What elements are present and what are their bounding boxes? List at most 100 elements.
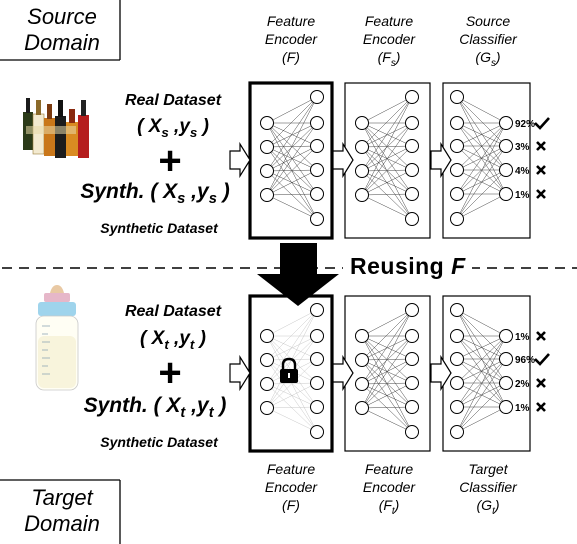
network-edge	[456, 122, 507, 147]
network-edge	[266, 96, 318, 172]
top-flow-arrow-1	[229, 141, 251, 179]
target-output-pct: 96%	[515, 355, 535, 366]
network-node	[405, 139, 419, 153]
network-edge	[456, 358, 507, 408]
network-node	[450, 139, 464, 153]
network-node	[405, 90, 419, 104]
target-domain-bracket	[0, 479, 121, 544]
network-edge	[361, 335, 413, 385]
target-synthetic-dataset-label: Synthetic Dataset	[100, 434, 218, 450]
network-edge	[361, 309, 413, 385]
network-node	[310, 352, 324, 366]
network-node	[450, 303, 464, 317]
network-edge	[361, 96, 413, 172]
network-edge	[456, 382, 507, 408]
network-edge	[456, 382, 507, 433]
target-domain-line1: Target	[31, 485, 93, 510]
network-edge	[456, 145, 507, 220]
check-icon	[534, 353, 550, 366]
network-edge	[361, 335, 413, 409]
network-node	[405, 163, 419, 177]
network-node	[260, 353, 274, 367]
source-output-pct: 92%	[515, 119, 535, 130]
network-node	[310, 139, 324, 153]
network-edge	[266, 96, 318, 124]
source-output-pct: 3%	[515, 142, 530, 153]
network-node	[310, 116, 324, 130]
source-real-dataset-label: Real Dataset	[124, 92, 222, 109]
network-edge	[361, 122, 413, 172]
network-node	[260, 377, 274, 391]
network-edge	[361, 122, 413, 147]
network-edge	[361, 194, 413, 220]
network-node	[499, 376, 513, 390]
network-edge	[266, 309, 318, 385]
source-domain-line1: Source	[27, 4, 97, 29]
cross-icon	[536, 189, 546, 199]
network-edge	[361, 358, 413, 385]
network-edge	[266, 96, 318, 148]
network-edge	[361, 122, 413, 148]
network-edge	[361, 96, 413, 148]
network-edge	[266, 309, 318, 361]
network-edge	[361, 309, 413, 409]
network-node	[355, 116, 369, 130]
network-node	[499, 400, 513, 414]
network-edge	[456, 122, 507, 220]
network-node	[405, 329, 419, 343]
network-edge	[456, 358, 507, 433]
lock-icon	[280, 357, 298, 383]
check-icon	[534, 117, 550, 130]
network-edge	[266, 122, 318, 196]
network-edge	[266, 309, 318, 337]
target-plus-sign: +	[158, 351, 182, 395]
source-domain-label: Source Domain	[6, 4, 118, 56]
network-node	[355, 329, 369, 343]
target-domain-label: Target Domain	[6, 485, 118, 537]
network-edge	[456, 358, 507, 384]
network-node	[355, 353, 369, 367]
network-edge	[266, 194, 318, 220]
network-edge	[361, 335, 413, 361]
network-edge	[361, 145, 413, 172]
network-node	[355, 401, 369, 415]
bottom-col-label-2: Feature Encoder (Ft)	[362, 461, 416, 517]
top-network-box-2	[344, 82, 431, 239]
reuse-down-arrow	[257, 243, 339, 306]
network-edge	[456, 169, 507, 220]
network-edge	[361, 96, 413, 124]
network-edge	[361, 122, 413, 196]
source-output-pct: 1%	[515, 190, 530, 201]
network-node	[405, 116, 419, 130]
network-node	[310, 303, 324, 317]
network-node	[450, 400, 464, 414]
network-edge	[266, 122, 318, 148]
network-node	[310, 187, 324, 201]
network-node	[310, 425, 324, 439]
network-edge	[266, 382, 318, 409]
network-node	[310, 90, 324, 104]
baby-bottle-icon	[35, 285, 79, 391]
network-node	[310, 212, 324, 226]
target-output-pct: 1%	[515, 403, 530, 414]
network-node	[355, 377, 369, 391]
network-node	[450, 212, 464, 226]
target-domain-line2: Domain	[24, 511, 100, 536]
source-domain-bracket	[0, 0, 121, 61]
network-edge	[456, 145, 507, 171]
cross-icon	[536, 141, 546, 151]
network-edge	[266, 335, 318, 360]
reusing-f-label: Reusing F	[344, 253, 472, 280]
network-node	[310, 400, 324, 414]
network-edge	[266, 96, 318, 196]
network-edge	[266, 122, 318, 172]
network-node	[450, 116, 464, 130]
network-edge	[266, 407, 318, 433]
network-node	[499, 116, 513, 130]
network-edge	[456, 406, 507, 433]
network-edge	[266, 358, 318, 409]
network-edge	[456, 122, 507, 171]
network-edge	[361, 309, 413, 361]
top-flow-arrow-3	[430, 141, 452, 179]
